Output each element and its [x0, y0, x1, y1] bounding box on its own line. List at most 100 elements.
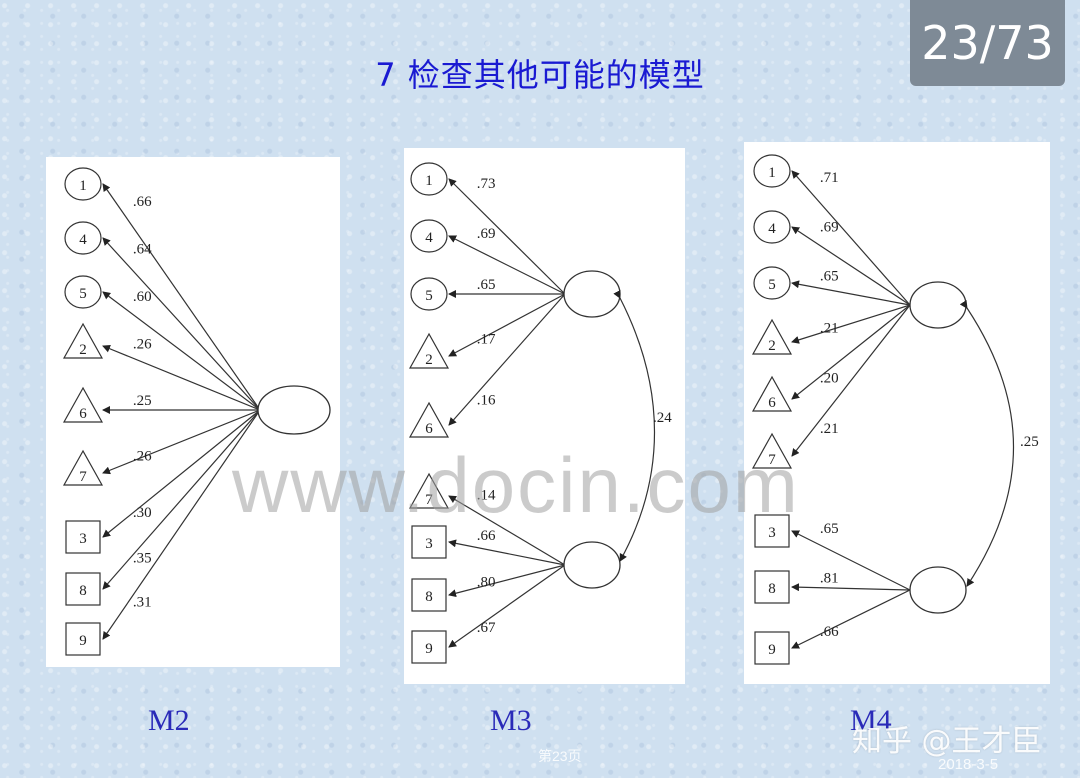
loading-arrow [448, 564, 566, 648]
loading-value: .17 [477, 332, 496, 348]
svg-text:8: 8 [768, 581, 776, 597]
svg-text:5: 5 [768, 277, 776, 293]
indicator-triangle-6: 6 [62, 386, 104, 423]
svg-text:3: 3 [768, 525, 776, 541]
loading-arrow [448, 564, 566, 598]
indicator-triangle-6: 6 [751, 375, 793, 412]
indicator-square-8: 8 [754, 570, 790, 604]
loading-value: .66 [820, 624, 839, 640]
indicator-square-3: 3 [411, 525, 447, 559]
factor-correlation-value: .25 [1020, 434, 1039, 450]
loading-arrow [448, 495, 566, 566]
svg-text:2: 2 [768, 338, 776, 354]
loading-arrow [448, 178, 566, 295]
indicator-triangle-7: 7 [408, 472, 450, 509]
loading-value: .66 [477, 528, 496, 544]
loading-arrow [102, 409, 261, 538]
indicator-square-9: 9 [411, 630, 447, 664]
loading-value: .14 [477, 487, 496, 503]
loading-arrow [791, 170, 911, 306]
latent-factor-2-ellipse [909, 566, 967, 614]
indicator-circle-1: 1 [753, 154, 791, 188]
indicator-circle-1: 1 [64, 167, 102, 201]
svg-text:6: 6 [425, 421, 433, 437]
loading-arrow [791, 280, 911, 306]
svg-text:4: 4 [79, 232, 87, 248]
loading-arrow [448, 293, 566, 426]
loading-value: .80 [477, 574, 496, 590]
latent-factor-1-ellipse [563, 270, 621, 318]
loading-value: .67 [477, 620, 496, 636]
loading-value: .66 [133, 194, 152, 210]
zhihu-author-watermark: 知乎 @王才臣 [852, 724, 1042, 759]
latent-factor-1-ellipse [909, 281, 967, 329]
svg-text:8: 8 [425, 589, 433, 605]
loading-arrow [102, 237, 261, 411]
loading-value: .69 [477, 226, 496, 242]
svg-text:9: 9 [425, 641, 433, 657]
indicator-square-8: 8 [411, 578, 447, 612]
page-counter-badge: 23/73 [910, 0, 1065, 86]
loading-value: .65 [477, 277, 496, 293]
svg-text:9: 9 [768, 642, 776, 658]
loading-value: .65 [820, 269, 839, 285]
loading-value: .25 [133, 393, 152, 409]
svg-text:2: 2 [425, 352, 433, 368]
loading-value: .81 [820, 570, 839, 586]
loading-value: .60 [133, 289, 152, 305]
indicator-triangle-7: 7 [751, 432, 793, 469]
svg-text:4: 4 [425, 230, 433, 246]
footer-page-number: 第23页 [538, 748, 582, 764]
loading-arrow [448, 293, 566, 357]
model-label-m4: M4 [850, 704, 892, 737]
loading-arrow [102, 291, 261, 411]
indicator-triangle-6: 6 [408, 401, 450, 438]
loading-arrow [448, 235, 566, 295]
indicator-square-9: 9 [65, 622, 101, 656]
loading-value: .21 [820, 421, 839, 437]
svg-text:7: 7 [425, 492, 433, 508]
svg-text:8: 8 [79, 583, 87, 599]
slide-title: 7 检查其他可能的模型 [375, 56, 705, 94]
indicator-circle-5: 5 [64, 275, 102, 309]
loading-arrow [102, 409, 261, 640]
indicator-circle-4: 4 [410, 219, 448, 253]
factor-correlation-value: .24 [653, 410, 672, 426]
indicator-square-3: 3 [65, 520, 101, 554]
svg-text:9: 9 [79, 633, 87, 649]
indicator-triangle-2: 2 [751, 318, 793, 355]
svg-text:5: 5 [79, 286, 87, 302]
indicator-triangle-7: 7 [62, 449, 104, 486]
loading-value: .26 [133, 448, 152, 464]
loading-value: .21 [820, 321, 839, 337]
loading-arrow [791, 304, 911, 400]
loading-value: .35 [133, 551, 152, 567]
indicator-square-3: 3 [754, 514, 790, 548]
loading-value: .26 [133, 337, 152, 353]
loading-arrow [448, 539, 566, 566]
svg-text:4: 4 [768, 221, 776, 237]
svg-text:1: 1 [425, 173, 433, 189]
loading-value: .73 [477, 176, 496, 192]
svg-text:7: 7 [768, 452, 776, 468]
factor-correlation-arc [959, 299, 1015, 587]
indicator-square-8: 8 [65, 572, 101, 606]
loading-arrow [791, 304, 911, 344]
svg-text:1: 1 [79, 178, 87, 194]
indicator-circle-4: 4 [64, 221, 102, 255]
svg-text:1: 1 [768, 165, 776, 181]
loading-arrow [791, 589, 911, 649]
indicator-circle-5: 5 [410, 277, 448, 311]
loading-arrow [791, 530, 911, 591]
loading-arrow [791, 583, 911, 592]
model-label-m3: M3 [490, 704, 532, 737]
loading-arrow [102, 344, 261, 411]
loading-arrow [791, 226, 911, 306]
indicator-triangle-2: 2 [408, 332, 450, 369]
indicator-circle-4: 4 [753, 210, 791, 244]
indicator-triangle-2: 2 [62, 322, 104, 359]
loading-arrow [102, 409, 261, 590]
svg-text:7: 7 [79, 469, 87, 485]
